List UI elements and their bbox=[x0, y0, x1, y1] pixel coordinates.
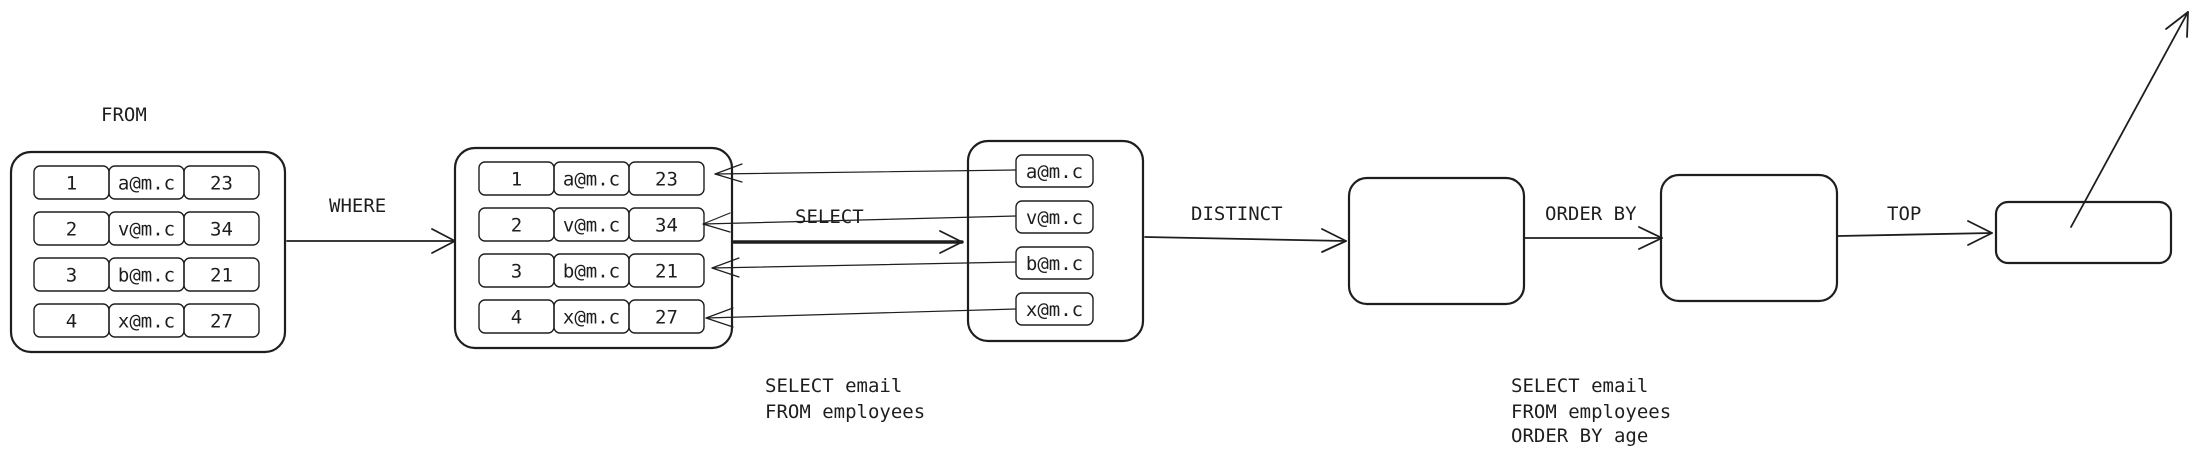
where-table-age-value: 34 bbox=[655, 215, 678, 237]
where-table-email-value: v@m.c bbox=[563, 215, 620, 237]
arrow-from-to-where bbox=[286, 228, 456, 254]
from-table-age-value: 34 bbox=[210, 219, 233, 241]
from-table-cell-age-row-2 bbox=[183, 211, 260, 246]
top-label: TOP bbox=[1887, 203, 1921, 225]
order-by-result-box bbox=[1659, 173, 1839, 303]
from-table-age-value: 23 bbox=[210, 173, 233, 195]
mapping-arrow-b bbox=[711, 257, 1017, 278]
where-table-id-value: 1 bbox=[511, 169, 522, 191]
where-table-cells: 1 a@m.c 23 2 v@m.c 34 3 b@m.c 21 4 x@m.c 27 bbox=[478, 161, 705, 334]
select-email-value: v@m.c bbox=[1026, 207, 1083, 229]
distinct-result-box bbox=[1347, 176, 1526, 306]
select-email-cell-row-3 bbox=[1015, 246, 1094, 280]
from-table-id-value: 2 bbox=[66, 219, 77, 241]
ordered-query-line-2: FROM employees bbox=[1511, 401, 1671, 423]
from-table-age-value: 27 bbox=[210, 311, 233, 333]
select-column-box bbox=[966, 139, 1145, 343]
select-query-line-1: SELECT email bbox=[765, 375, 902, 397]
mapping-arrow-x bbox=[705, 307, 1017, 328]
where-table-age-value: 27 bbox=[655, 307, 678, 329]
where-table-email-value: a@m.c bbox=[563, 169, 620, 191]
where-table-id-value: 4 bbox=[511, 307, 522, 329]
where-table-email-value: b@m.c bbox=[563, 261, 620, 283]
select-label: SELECT bbox=[795, 206, 864, 228]
from-table-box bbox=[9, 150, 287, 354]
distinct-label: DISTINCT bbox=[1191, 203, 1283, 225]
ordered-query-line-3: ORDER BY age bbox=[1511, 425, 1648, 447]
from-label: FROM bbox=[101, 104, 147, 126]
select-email-value: b@m.c bbox=[1026, 253, 1083, 275]
select-email-value: x@m.c bbox=[1026, 299, 1083, 321]
where-table-age-value: 21 bbox=[655, 261, 678, 283]
arrow-where-to-select bbox=[732, 230, 964, 254]
mapping-arrow-a bbox=[714, 163, 1017, 183]
from-table-email-value: b@m.c bbox=[118, 265, 175, 287]
from-table-email-value: v@m.c bbox=[118, 219, 175, 241]
from-table-cell-age-row-4 bbox=[183, 303, 260, 338]
from-table-email-value: a@m.c bbox=[118, 173, 175, 195]
from-table-id-value: 3 bbox=[66, 265, 77, 287]
mapping-arrow-v bbox=[702, 212, 1017, 233]
from-table-age-value: 21 bbox=[210, 265, 233, 287]
from-table-cell-age-row-3 bbox=[183, 257, 260, 292]
select-column-cells: a@m.c v@m.c b@m.c x@m.c bbox=[1015, 154, 1094, 326]
ordered-query-line-1: SELECT email bbox=[1511, 375, 1648, 397]
top-result-box bbox=[1994, 200, 2173, 265]
select-email-cell-row-1 bbox=[1015, 154, 1094, 188]
where-table-box bbox=[453, 146, 734, 350]
where-label: WHERE bbox=[329, 195, 386, 217]
from-table-email-value: x@m.c bbox=[118, 311, 175, 333]
where-table-cell-age-row-1 bbox=[628, 161, 705, 196]
where-table-cell-age-row-4 bbox=[628, 299, 705, 334]
select-query-line-2: FROM employees bbox=[765, 401, 925, 423]
from-table-id-value: 1 bbox=[66, 173, 77, 195]
from-table-cells: 1 a@m.c 23 2 v@m.c 34 3 b@m.c 21 4 x@m.c 27 bbox=[33, 165, 260, 338]
select-email-value: a@m.c bbox=[1026, 161, 1083, 183]
arrow-select-to-distinct bbox=[1144, 228, 1347, 253]
where-table-email-value: x@m.c bbox=[563, 307, 620, 329]
where-table-id-value: 2 bbox=[511, 215, 522, 237]
where-table-cell-age-row-3 bbox=[628, 253, 705, 288]
arrow-distinct-to-order-by bbox=[1523, 226, 1663, 250]
arrow-top-output bbox=[2070, 11, 2189, 228]
from-table-cell-age-row-1 bbox=[183, 165, 260, 200]
order-by-label: ORDER BY bbox=[1545, 203, 1637, 225]
arrow-order-by-to-top bbox=[1837, 220, 1993, 246]
select-email-cell-row-2 bbox=[1015, 200, 1094, 234]
where-table-age-value: 23 bbox=[655, 169, 678, 191]
where-table-id-value: 3 bbox=[511, 261, 522, 283]
from-table-id-value: 4 bbox=[66, 311, 77, 333]
